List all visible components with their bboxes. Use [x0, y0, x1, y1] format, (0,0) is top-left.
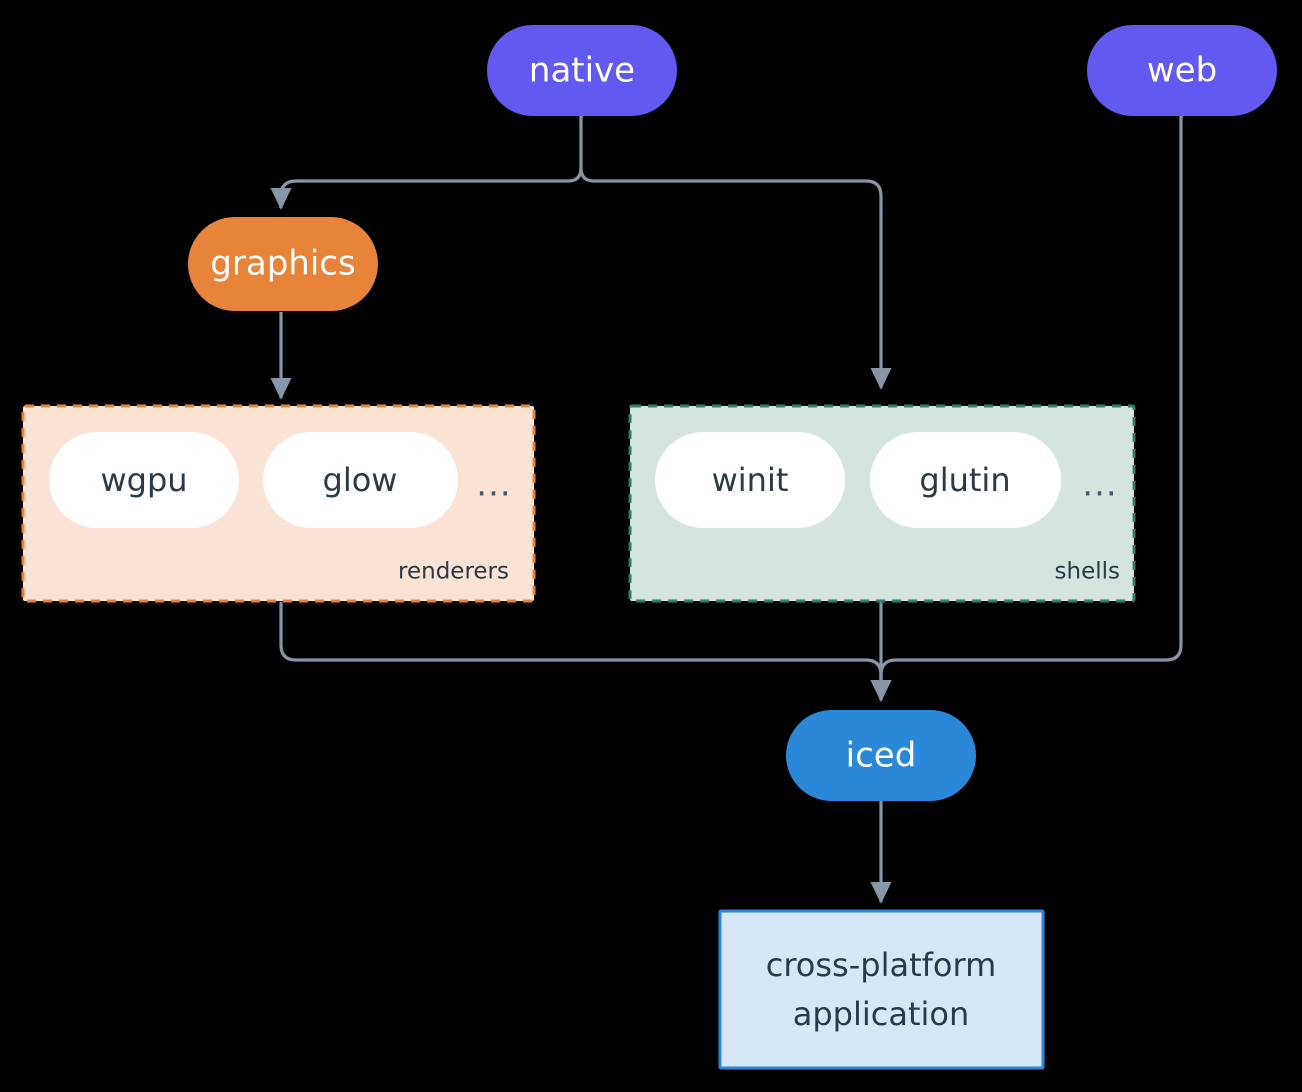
node-application-label-line1: cross-platform: [766, 946, 996, 984]
node-native-label: native: [529, 51, 635, 91]
list-item[interactable]: glow: [263, 432, 458, 528]
pill-glutin[interactable]: [870, 432, 1061, 528]
pill-winit[interactable]: [655, 432, 845, 528]
pill-wgpu[interactable]: [49, 432, 239, 528]
node-cross-platform-application[interactable]: cross-platform application: [718, 909, 1045, 1070]
node-web-label: web: [1147, 51, 1217, 91]
pill-glutin-label: glutin: [919, 461, 1010, 499]
pill-winit-label: winit: [712, 461, 789, 499]
edge-native-trunk: [579, 115, 892, 390]
node-iced-shape[interactable]: [786, 710, 976, 801]
node-graphics-shape[interactable]: [188, 217, 378, 311]
edge-web-to-iced: [870, 115, 1183, 702]
pill-glow-label: glow: [323, 461, 398, 499]
list-item[interactable]: wgpu: [49, 432, 239, 528]
pill-wgpu-label: wgpu: [100, 461, 187, 499]
node-application-label-line2: application: [793, 995, 970, 1033]
node-application-shape[interactable]: [718, 909, 1045, 1070]
renderers-group-caption: renderers: [398, 559, 509, 585]
renderers-overflow-ellipsis: ...: [476, 465, 511, 505]
edge-renderers-to-iced: [279, 602, 892, 702]
list-item[interactable]: winit: [655, 432, 845, 528]
node-graphics[interactable]: graphics: [188, 217, 378, 311]
node-graphics-label: graphics: [210, 244, 355, 284]
node-web-shape[interactable]: [1087, 25, 1277, 116]
group-shells[interactable]: winit glutin ... shells: [628, 404, 1136, 603]
edge-native-to-graphics: [270, 167, 583, 210]
node-web[interactable]: web: [1087, 25, 1277, 116]
node-native[interactable]: native: [487, 25, 677, 116]
shells-overflow-ellipsis: ...: [1082, 465, 1117, 505]
node-native-shape[interactable]: [487, 25, 677, 116]
shells-group-caption: shells: [1055, 559, 1120, 585]
node-iced[interactable]: iced: [786, 710, 976, 801]
pill-glow[interactable]: [263, 432, 458, 528]
node-iced-label: iced: [846, 736, 917, 776]
edge-layer: [270, 115, 1183, 904]
group-renderers[interactable]: wgpu glow ... renderers: [21, 404, 536, 603]
list-item[interactable]: glutin: [870, 432, 1061, 528]
